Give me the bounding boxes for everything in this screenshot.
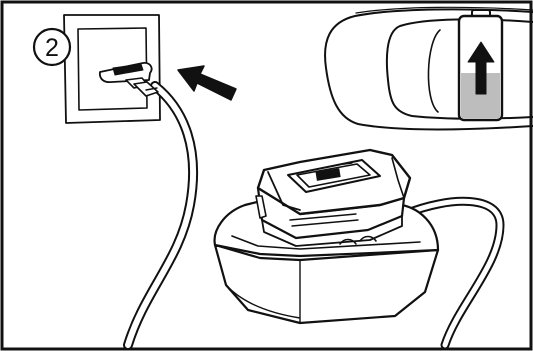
battery-charging-up-arrow-icon [459, 10, 502, 120]
step-number: 2 [45, 34, 59, 62]
step-number-badge: 2 [34, 29, 70, 65]
